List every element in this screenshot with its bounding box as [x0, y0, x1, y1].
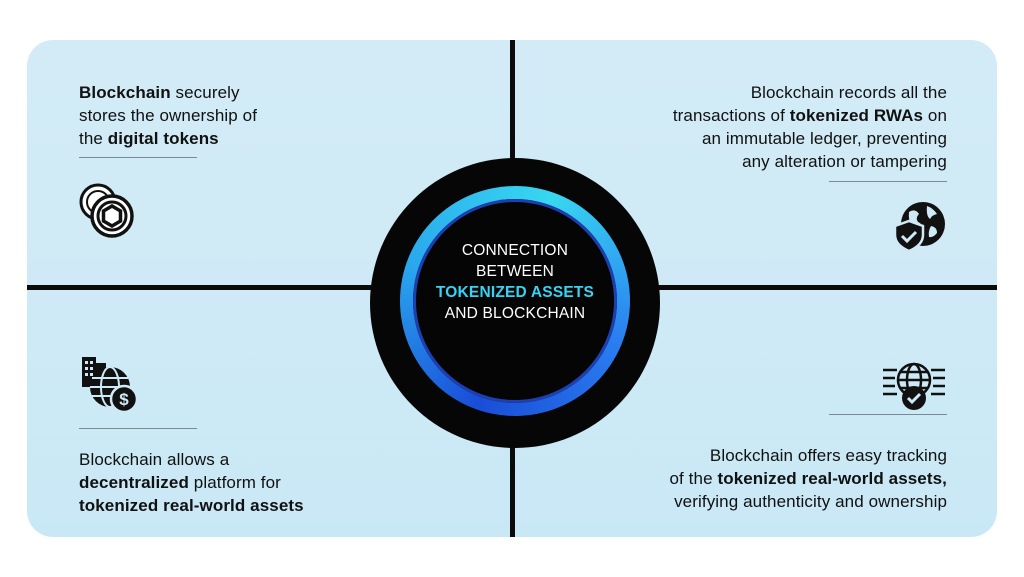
svg-text:$: $ — [119, 390, 129, 409]
center-highlight: TOKENIZED ASSETS — [435, 284, 595, 301]
coins-icon — [79, 183, 134, 238]
city-globe-dollar-icon: $ — [82, 357, 139, 414]
center-title: CONNECTION BETWEEN TOKENIZED ASSETS AND … — [435, 242, 595, 322]
center-circle: CONNECTION BETWEEN TOKENIZED ASSETS AND … — [370, 158, 660, 448]
network-globe-check-icon — [883, 362, 945, 410]
top-left-rule — [79, 157, 197, 158]
bottom-right-rule — [829, 414, 947, 415]
top-left-text: Blockchain securely stores the ownership… — [79, 83, 258, 148]
globe-shield-icon — [893, 202, 945, 252]
center-ring-core — [413, 199, 617, 403]
bottom-right-text: Blockchain offers easy tracking of the t… — [669, 446, 947, 511]
bottom-left-text: Blockchain allows a decentralized platfo… — [79, 450, 304, 515]
top-right-text: Blockchain records all the transactions … — [672, 83, 947, 171]
top-right-rule — [829, 181, 947, 182]
diagram-board: Blockchain securely stores the ownership… — [27, 40, 997, 537]
bottom-left-rule — [79, 428, 197, 429]
center-ring — [400, 186, 630, 416]
